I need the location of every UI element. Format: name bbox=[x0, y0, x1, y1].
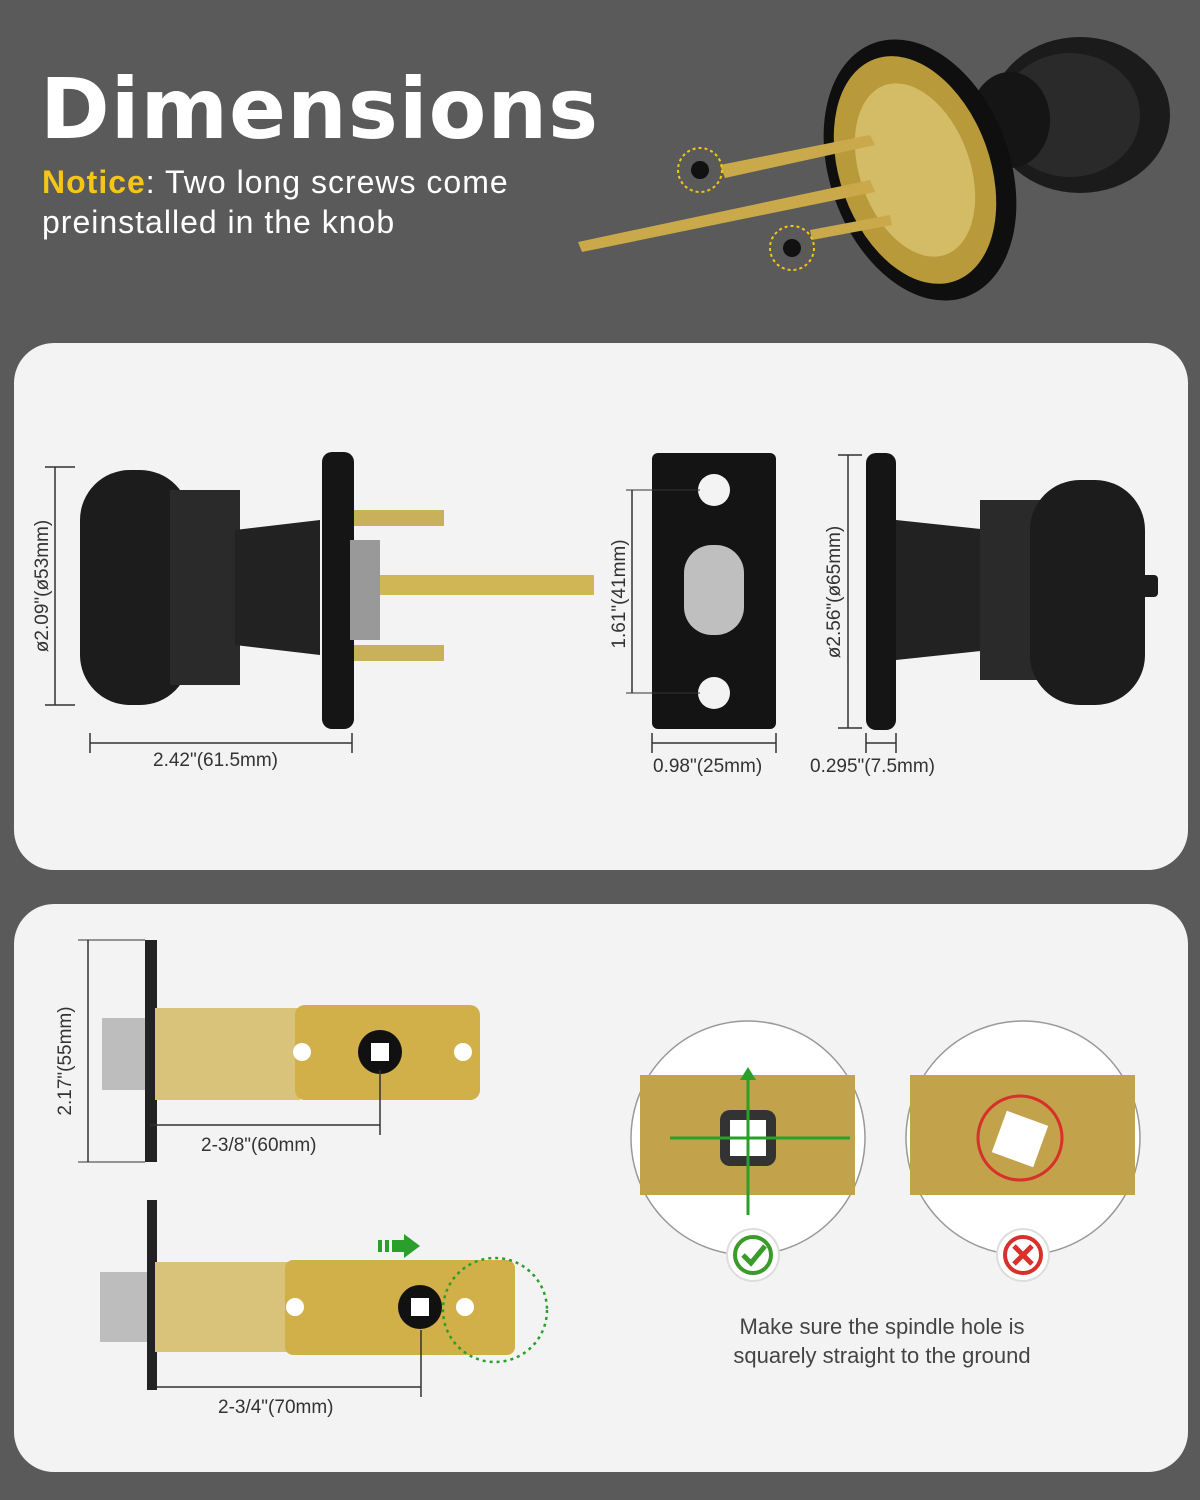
latch-60mm-drawing bbox=[102, 940, 480, 1162]
notice-label: Notice bbox=[42, 164, 146, 200]
spindle-instruction-text: Make sure the spindle hole is squarely s… bbox=[733, 1314, 1031, 1368]
notice-body: : Two long screws come preinstalled in t… bbox=[42, 164, 509, 240]
arrow-right-icon bbox=[378, 1234, 420, 1258]
backset-70-label: 2-3/4"(70mm) bbox=[218, 1397, 334, 1418]
cross-icon bbox=[996, 1228, 1050, 1282]
strike-plate-drawing bbox=[652, 453, 776, 729]
hero-knob-image bbox=[578, 37, 1170, 301]
page-title: Dimensions bbox=[40, 60, 600, 158]
correct-orientation-image bbox=[630, 1020, 866, 1256]
wrong-orientation-image bbox=[905, 1020, 1141, 1256]
notice-text: Notice: Two long screws come preinstalle… bbox=[42, 162, 602, 242]
faceplate-height-label: 2.17"(55mm) bbox=[55, 1006, 76, 1116]
strike-width-label: 0.98"(25mm) bbox=[653, 756, 763, 777]
rose-thickness-label: 0.295"(7.5mm) bbox=[810, 756, 936, 777]
right-knob-drawing bbox=[866, 453, 1158, 730]
left-knob-drawing bbox=[80, 452, 594, 729]
latch-70mm-drawing bbox=[100, 1200, 549, 1390]
check-icon bbox=[726, 1228, 780, 1282]
backset-60-label: 2-3/8"(60mm) bbox=[201, 1135, 317, 1156]
knob-length-label: 2.42"(61.5mm) bbox=[153, 750, 279, 771]
